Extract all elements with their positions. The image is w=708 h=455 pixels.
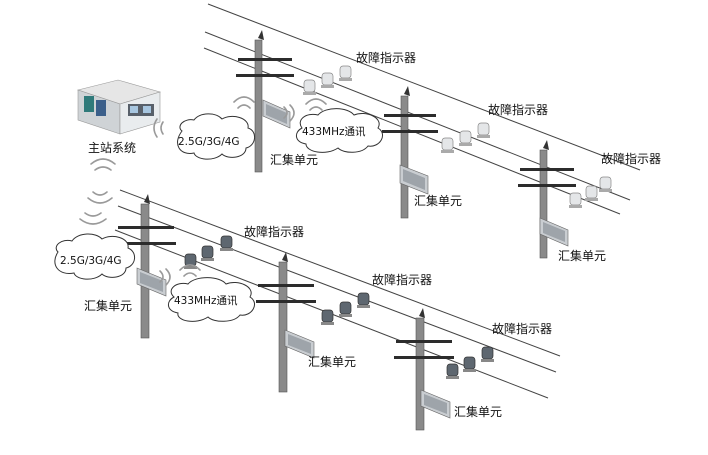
fault-indicator	[463, 356, 476, 372]
collector-unit-label-2: 汇集单元	[414, 193, 462, 208]
utility-pole-3	[518, 140, 576, 259]
utility-pole-4	[116, 194, 176, 339]
cellular-bubble-station: 2.5G/3G/4G	[177, 113, 255, 160]
fault-indicator	[585, 185, 598, 201]
fault-indicator	[477, 122, 490, 138]
fault-indicator-label-3: 故障指示器	[601, 151, 661, 166]
collector-unit-5	[284, 329, 315, 359]
collector-unit-1	[262, 99, 291, 129]
fault-indicator-group-4	[184, 235, 233, 269]
upper-distribution-line: 故障指示器 汇集单元 故障指示器 汇集单元	[203, 3, 661, 263]
collector-unit-label-4: 汇集单元	[84, 298, 132, 313]
utility-pole-1	[236, 30, 294, 173]
collector-unit-6	[420, 389, 451, 419]
collector-unit-2	[399, 164, 429, 195]
wireless-signal-icon	[283, 98, 327, 122]
control-room-icon	[76, 79, 162, 135]
fault-indicator-group-1	[303, 65, 352, 95]
fault-indicator-group-6	[446, 346, 494, 379]
wireless-signal-icon	[159, 264, 201, 286]
fault-indicator	[339, 65, 352, 81]
fault-indicator-label-4: 故障指示器	[244, 224, 304, 239]
lower-distribution-line: 故障指示器 汇集单元 故障指示器 汇集单元	[84, 189, 561, 431]
fault-indicator	[569, 192, 582, 208]
collector-unit-label-1: 汇集单元	[270, 152, 318, 167]
fault-indicator-group-5	[321, 292, 370, 325]
fault-indicator	[357, 292, 370, 308]
rf-433-label-lower: 433MHz通讯	[174, 294, 238, 307]
utility-pole-2	[382, 86, 438, 219]
collector-unit-3	[539, 217, 569, 247]
master-station: 主站系统	[76, 79, 162, 155]
fault-indicator	[321, 309, 334, 325]
rf-433-label-top: 433MHz通讯	[302, 125, 366, 138]
collector-unit-label-6: 汇集单元	[454, 404, 502, 419]
fault-indicator-label-1: 故障指示器	[356, 50, 416, 65]
fault-indicator-group-2	[441, 122, 490, 153]
fault-indicator	[184, 253, 197, 269]
rf-433-bubble-lower: 433MHz通讯	[168, 277, 255, 322]
fault-indicator	[220, 235, 233, 251]
cellular-label-lower: 2.5G/3G/4G	[60, 255, 122, 267]
fault-indicator-label-5: 故障指示器	[372, 272, 432, 287]
cellular-bubble-lower: 2.5G/3G/4G	[54, 233, 135, 280]
fault-indicator	[481, 346, 494, 362]
fault-indicator	[321, 72, 334, 88]
fault-indicator-group-3	[569, 176, 612, 208]
collector-unit-4	[136, 267, 167, 297]
wireless-signal-icon	[153, 96, 255, 138]
wireless-signal-icon	[79, 158, 116, 225]
utility-pole-5	[256, 252, 316, 393]
fault-indicator	[339, 301, 352, 317]
fault-indicator-label-6: 故障指示器	[492, 321, 552, 336]
rf-433-bubble-top: 433MHz通讯	[296, 108, 383, 153]
fault-indicator	[599, 176, 612, 192]
fault-indicator	[441, 137, 454, 153]
fault-indicator-label-2: 故障指示器	[488, 102, 548, 117]
fault-indicator	[303, 79, 316, 95]
fault-indicator	[459, 130, 472, 146]
collector-unit-label-3: 汇集单元	[558, 248, 606, 263]
master-station-label: 主站系统	[88, 141, 136, 155]
fault-indicator	[446, 363, 459, 379]
utility-pole-6	[394, 308, 454, 431]
collector-unit-label-5: 汇集单元	[308, 354, 356, 369]
fault-indicator	[201, 245, 214, 261]
cellular-label-station: 2.5G/3G/4G	[178, 136, 240, 148]
